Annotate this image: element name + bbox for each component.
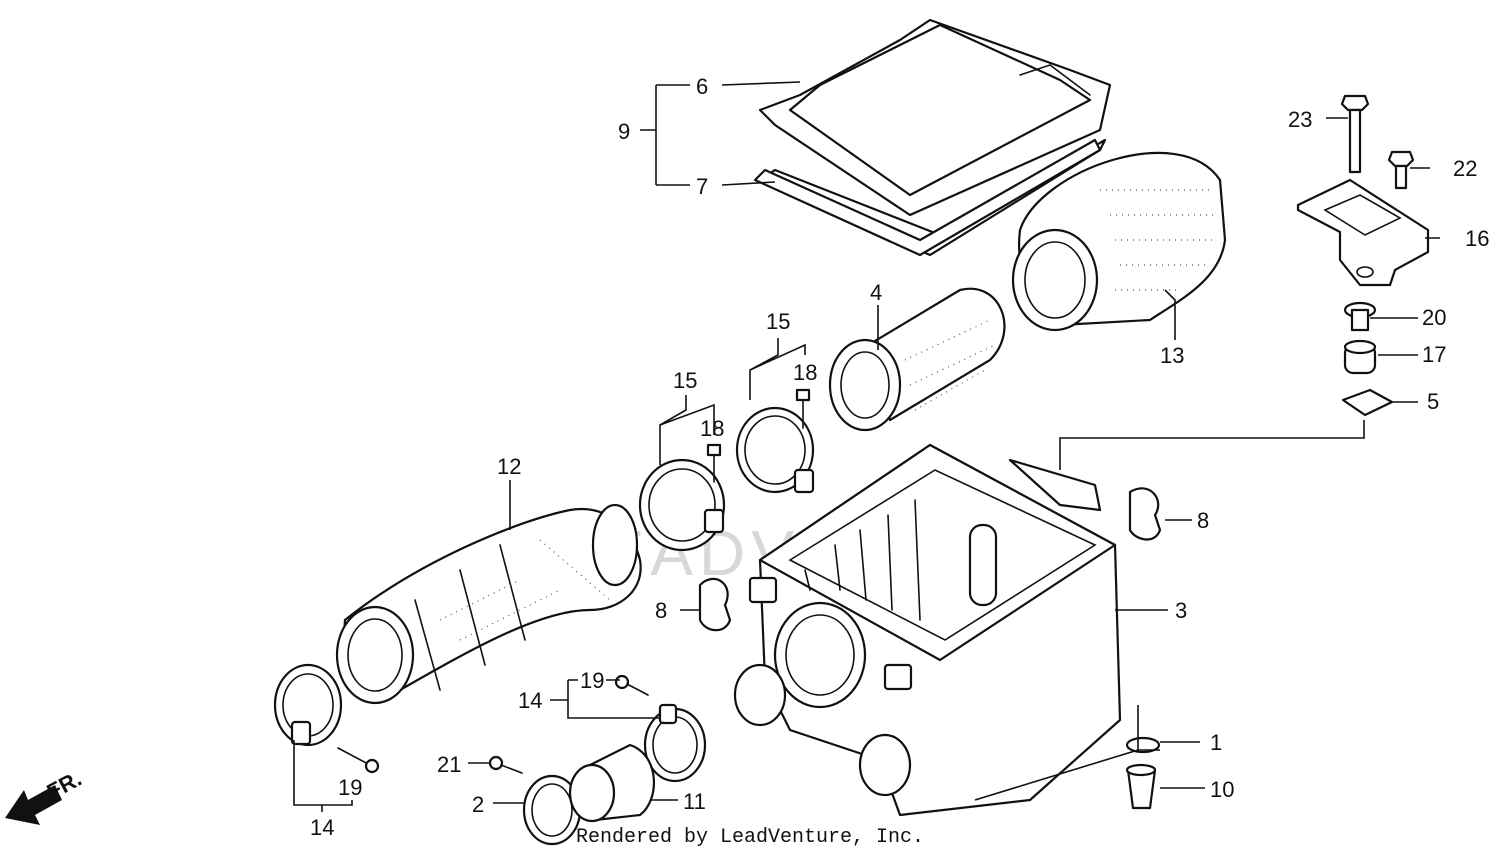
cover-seal[interactable] — [753, 138, 1102, 257]
callout-7: 7 — [696, 174, 708, 199]
callout-14-right: 14 — [518, 688, 542, 713]
screw-19-lower[interactable] — [337, 747, 380, 774]
clamp-8-left[interactable] — [698, 577, 732, 632]
callout-15-upper: 15 — [766, 309, 790, 334]
callout-3: 3 — [1175, 598, 1187, 623]
leader-lines — [293, 81, 1440, 812]
callout-2: 2 — [472, 792, 484, 817]
connecting-tube[interactable] — [335, 503, 642, 705]
connecting-tube-11[interactable] — [568, 743, 656, 823]
callout-18-lower: 18 — [700, 416, 724, 441]
clip-1[interactable] — [1125, 736, 1161, 754]
hose-band-lower[interactable] — [638, 458, 726, 552]
callout-5: 5 — [1427, 389, 1439, 414]
screw-21[interactable] — [488, 755, 523, 774]
callout-11: 11 — [683, 789, 706, 814]
callout-22: 22 — [1453, 156, 1477, 181]
bolt-22[interactable] — [1387, 150, 1415, 190]
callout-4: 4 — [870, 280, 882, 305]
callout-13: 13 — [1160, 343, 1184, 368]
screw-18-upper[interactable] — [795, 388, 811, 429]
callout-8-right: 8 — [1197, 508, 1209, 533]
callout-21: 21 — [437, 752, 461, 777]
air-cleaner-case[interactable] — [733, 443, 1122, 817]
callout-19-upper: 19 — [580, 668, 604, 693]
bolt-23[interactable] — [1340, 94, 1370, 174]
drain-plug-10[interactable] — [1125, 763, 1157, 810]
callout-1: 1 — [1210, 730, 1222, 755]
callout-6: 6 — [696, 74, 708, 99]
inlet-screen-tube[interactable] — [828, 287, 1006, 432]
callout-16: 16 — [1465, 226, 1489, 251]
callout-10: 10 — [1210, 777, 1234, 802]
callout-18-upper: 18 — [793, 360, 817, 385]
callout-17: 17 — [1422, 342, 1446, 367]
callout-8-left: 8 — [655, 598, 667, 623]
screw-19-upper[interactable] — [614, 674, 649, 696]
callout-23: 23 — [1288, 107, 1312, 132]
collar-20[interactable] — [1343, 301, 1377, 332]
footer-credit: Rendered by LeadVenture, Inc. — [575, 826, 925, 849]
mounting-bracket[interactable] — [1296, 178, 1430, 287]
screw-18-lower[interactable] — [706, 443, 722, 483]
callout-19-lower: 19 — [338, 775, 362, 800]
callout-12: 12 — [497, 454, 521, 479]
hose-band-upper[interactable] — [735, 406, 815, 494]
callout-14-left: 14 — [310, 815, 334, 840]
hose-band-14-right[interactable] — [643, 703, 707, 783]
callout-15-lower: 15 — [673, 368, 697, 393]
front-direction-arrow-icon — [5, 785, 62, 825]
grommet-17[interactable] — [1343, 339, 1377, 375]
air-cleaner-cover[interactable] — [758, 18, 1112, 257]
clamp-8-right[interactable] — [1128, 487, 1162, 541]
hose-band-14-left[interactable] — [273, 663, 343, 747]
nut-5[interactable] — [1341, 388, 1394, 417]
callout-9: 9 — [618, 119, 630, 144]
air-filter-element[interactable] — [1011, 151, 1227, 332]
callout-20: 20 — [1422, 305, 1446, 330]
